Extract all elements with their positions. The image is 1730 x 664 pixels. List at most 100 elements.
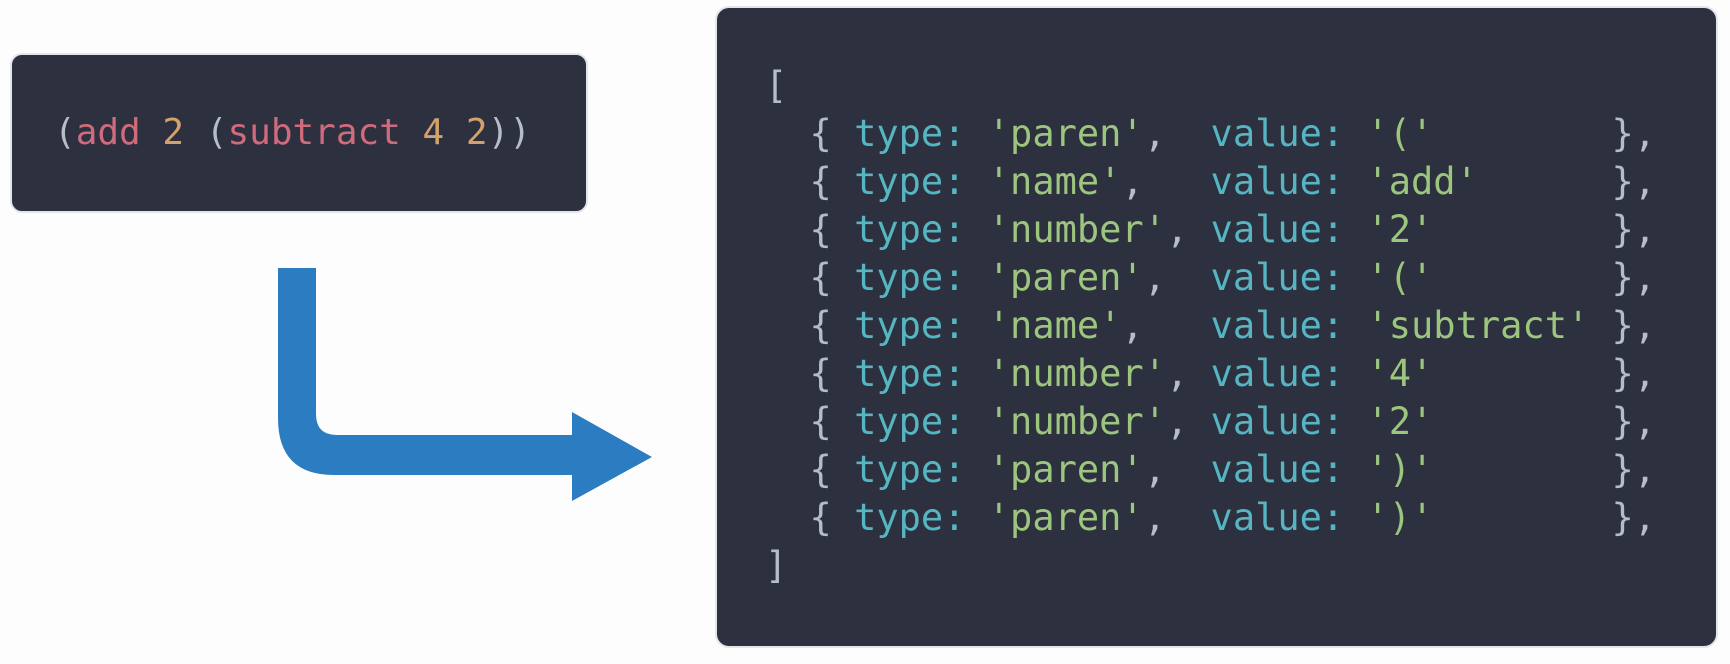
code-token: value: (1210, 160, 1345, 203)
code-token (444, 112, 466, 153)
code-token: , (1166, 352, 1211, 395)
code-token: , (1166, 208, 1211, 251)
source-code-line: (add 2 (subtract 4 2)) (54, 111, 531, 154)
code-token: 'paren' (987, 448, 1144, 491)
code-token: type: (854, 112, 966, 155)
code-token: { (765, 496, 855, 539)
code-line: { type: 'number', value: '2' }, (765, 206, 1716, 254)
token-array-code: [ { type: 'paren', value: '(' }, { type:… (765, 62, 1716, 590)
code-token: }, (1477, 160, 1657, 203)
code-token (184, 112, 206, 153)
code-token (1344, 352, 1366, 395)
code-token: type: (854, 496, 966, 539)
code-token: }, (1433, 256, 1657, 299)
elbow-arrow-shape (278, 268, 652, 501)
code-token: '2' (1366, 208, 1434, 251)
code-token: }, (1433, 208, 1657, 251)
code-token: '2' (1366, 400, 1434, 443)
code-token: ] (765, 544, 788, 587)
code-token (966, 160, 988, 203)
code-token: { (765, 112, 855, 155)
code-token: type: (854, 256, 966, 299)
code-token: 2 (465, 112, 488, 154)
code-token: value: (1210, 208, 1345, 251)
code-token (1344, 256, 1366, 299)
code-token: , (1143, 448, 1211, 491)
code-token: value: (1210, 304, 1345, 347)
code-token: type: (854, 208, 966, 251)
code-token: 'number' (987, 352, 1166, 395)
code-line: { type: 'paren', value: '(' }, (765, 254, 1716, 302)
code-token: type: (854, 352, 966, 395)
code-token: 'name' (987, 160, 1122, 203)
code-token: { (765, 256, 855, 299)
code-token: }, (1433, 448, 1657, 491)
code-token: '(' (1366, 112, 1434, 155)
code-token: value: (1210, 352, 1345, 395)
token-array-panel: [ { type: 'paren', value: '(' }, { type:… (715, 6, 1718, 648)
code-token (1344, 112, 1366, 155)
code-token (966, 112, 988, 155)
code-line: { type: 'number', value: '2' }, (765, 398, 1716, 446)
code-token (1344, 400, 1366, 443)
code-token (966, 496, 988, 539)
code-token: { (765, 160, 855, 203)
code-token: subtract (227, 112, 401, 154)
code-token (966, 400, 988, 443)
code-token: { (765, 208, 855, 251)
code-token: '(' (1366, 256, 1434, 299)
code-token: 2 (162, 112, 185, 154)
code-token: value: (1210, 496, 1345, 539)
code-token: value: (1210, 400, 1345, 443)
code-token: 'paren' (987, 496, 1144, 539)
code-token (966, 304, 988, 347)
code-token: }, (1433, 112, 1657, 155)
code-line: { type: 'name', value: 'add' }, (765, 158, 1716, 206)
code-line: { type: 'paren', value: '(' }, (765, 110, 1716, 158)
code-token: { (765, 400, 855, 443)
code-token (141, 112, 163, 153)
code-token: [ (765, 64, 788, 107)
code-token: value: (1210, 448, 1345, 491)
code-token (966, 256, 988, 299)
code-token (966, 352, 988, 395)
code-token: ')' (1366, 496, 1434, 539)
code-token: 'paren' (987, 112, 1144, 155)
code-token: type: (854, 160, 966, 203)
code-token: add (75, 112, 141, 154)
code-token: }, (1433, 352, 1657, 395)
code-token: , (1121, 304, 1211, 347)
code-token (966, 208, 988, 251)
code-token: '4' (1366, 352, 1434, 395)
code-token: 'number' (987, 208, 1166, 251)
code-token: }, (1433, 496, 1657, 539)
code-token: ')' (1366, 448, 1434, 491)
code-token: 'number' (987, 400, 1166, 443)
code-token: 'subtract' (1366, 304, 1590, 347)
code-token: type: (854, 448, 966, 491)
code-token: , (1121, 160, 1211, 203)
code-token (1344, 304, 1366, 347)
code-token: type: (854, 304, 966, 347)
code-token: { (765, 304, 855, 347)
code-line: { type: 'name', value: 'subtract' }, (765, 302, 1716, 350)
code-token (1344, 160, 1366, 203)
code-token: value: (1210, 256, 1345, 299)
code-token: , (1143, 256, 1211, 299)
code-token (966, 448, 988, 491)
code-token: 'name' (987, 304, 1122, 347)
code-token: }, (1433, 400, 1657, 443)
code-token: { (765, 352, 855, 395)
code-token: { (765, 448, 855, 491)
code-token (1344, 496, 1366, 539)
code-token: 'paren' (987, 256, 1144, 299)
code-token: ( (205, 112, 228, 154)
code-line: ] (765, 542, 1716, 590)
code-token (1344, 208, 1366, 251)
code-token (1344, 448, 1366, 491)
code-token: , (1166, 400, 1211, 443)
code-token: ( (54, 112, 76, 154)
code-token: value: (1210, 112, 1345, 155)
code-token: type: (854, 400, 966, 443)
